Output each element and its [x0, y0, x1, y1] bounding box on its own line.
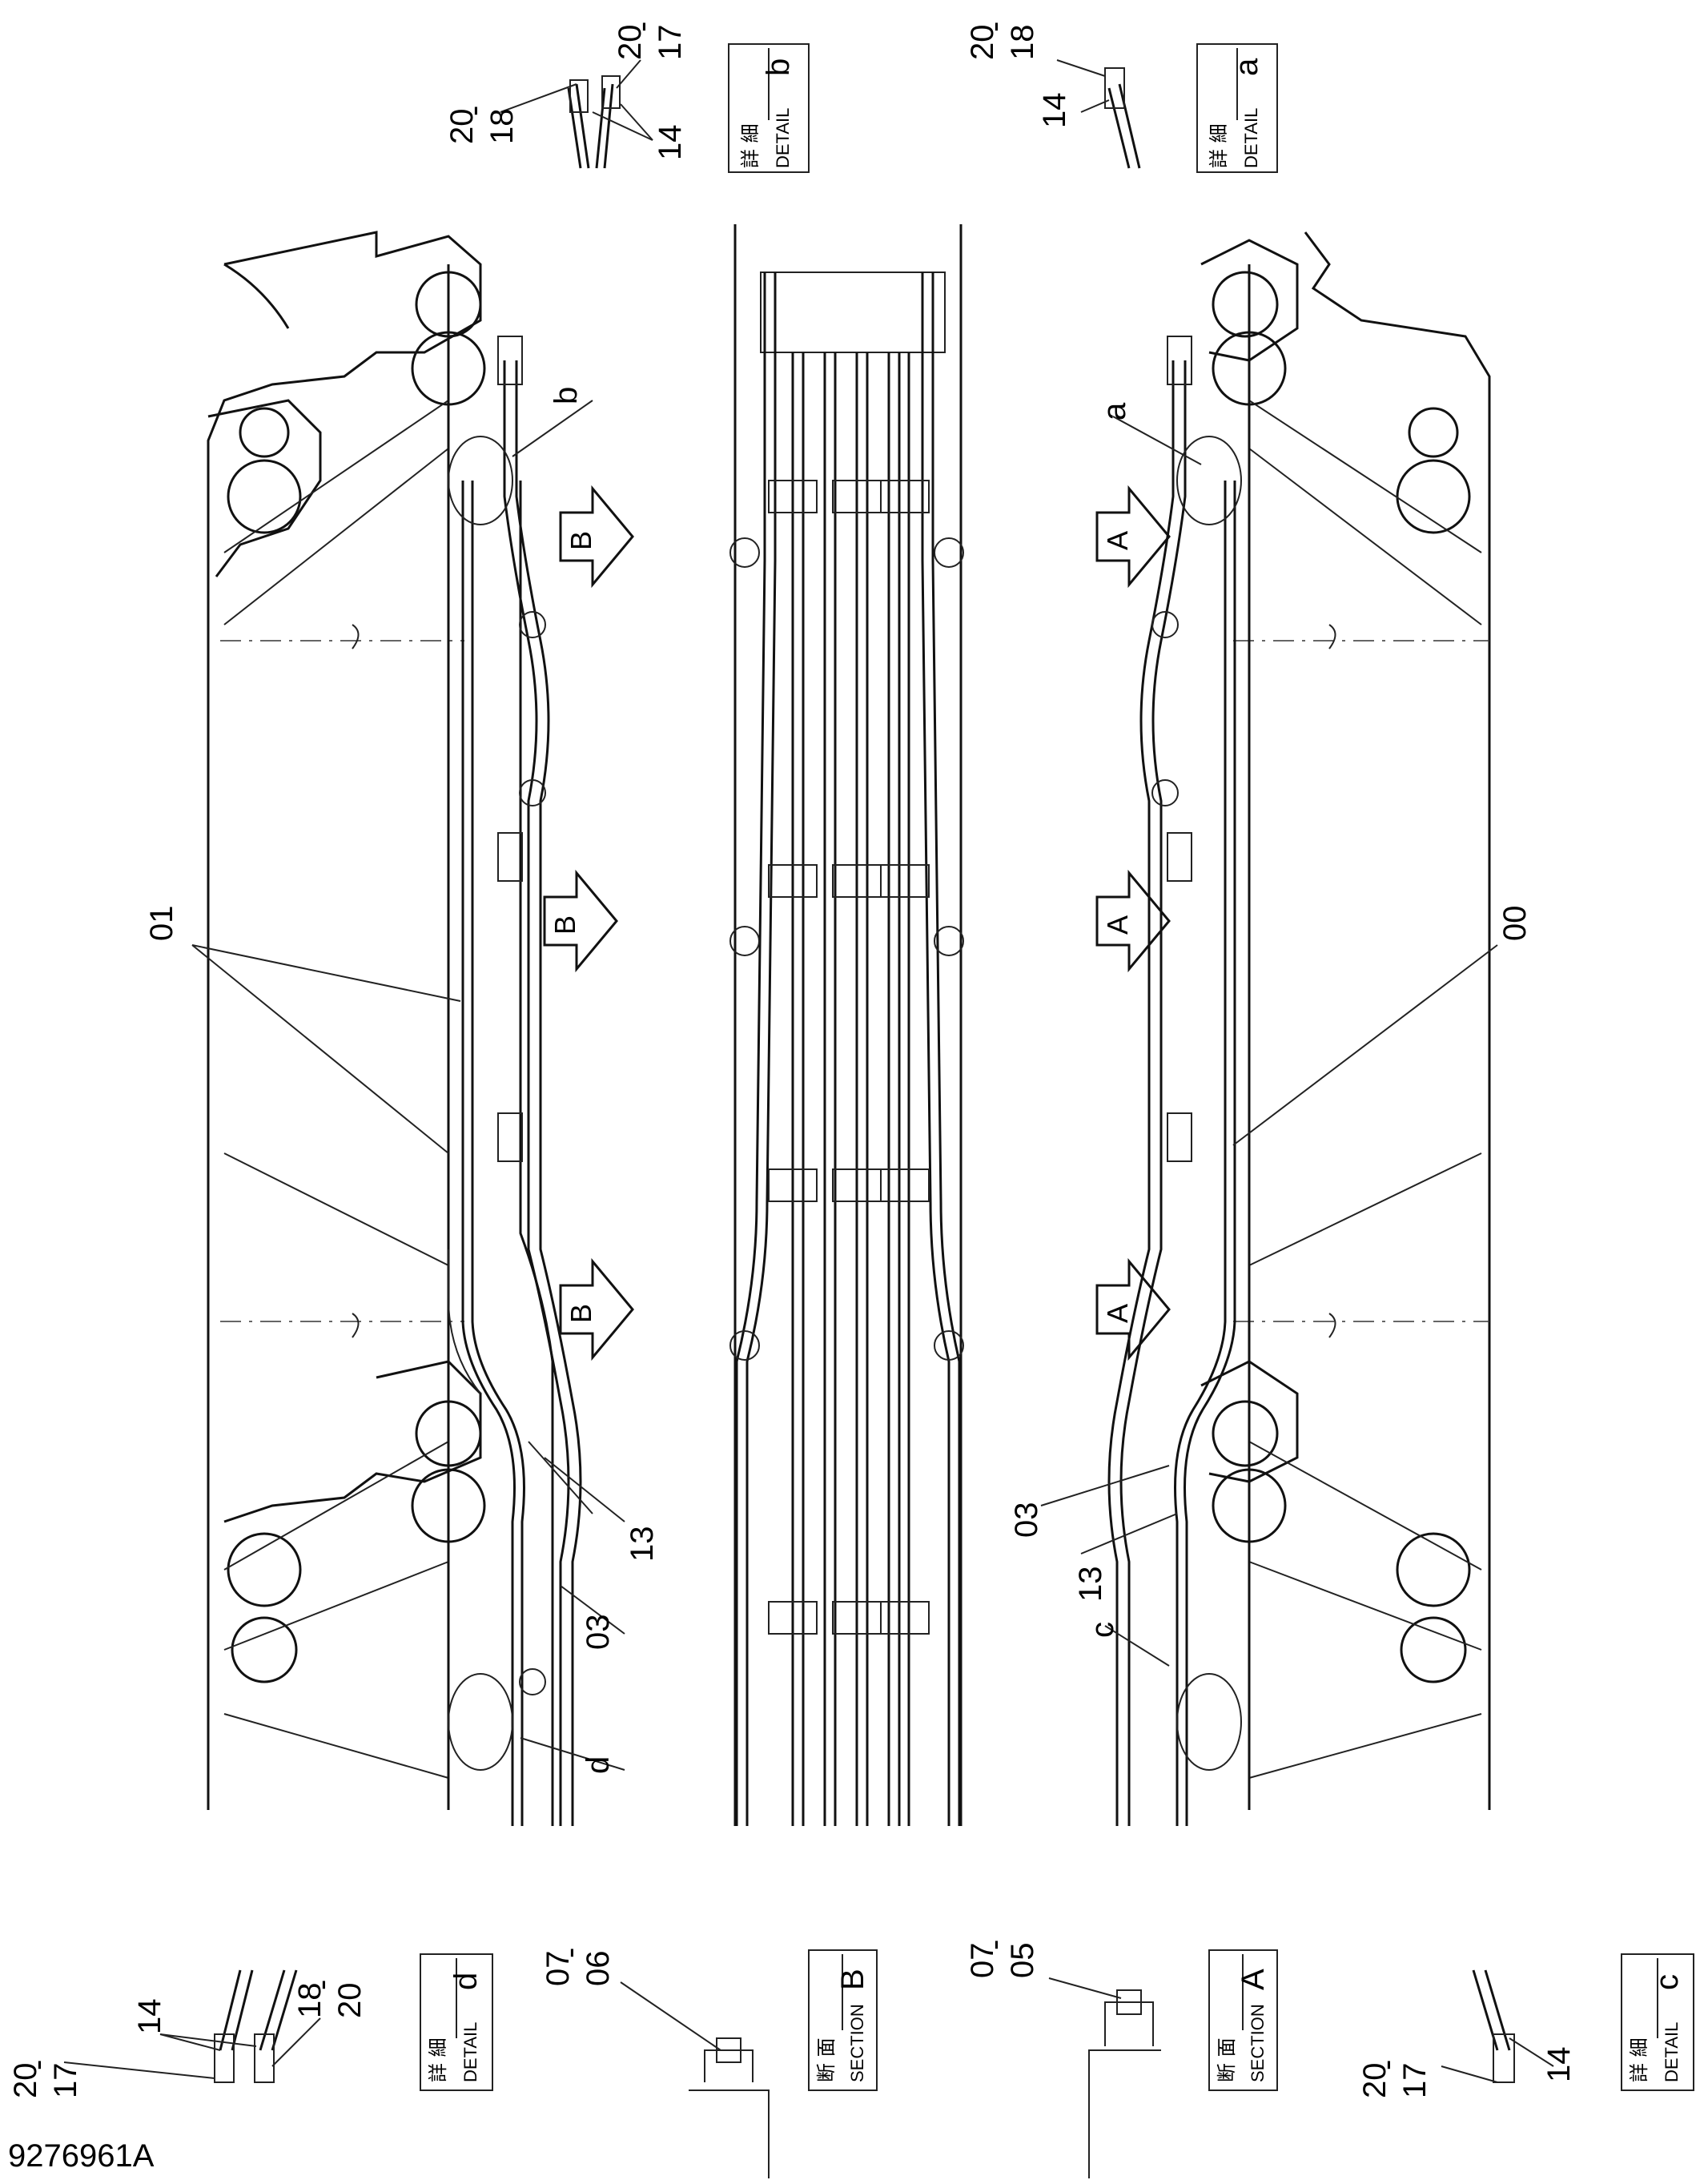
svg-text:14: 14 — [132, 1999, 167, 2035]
detail-ref-a: a — [1097, 402, 1132, 420]
section-a-letter: A — [1236, 1969, 1271, 1990]
section-a-callouts: 07 - 05 — [965, 1940, 1161, 2178]
section-b-callouts: 07 - 06 — [541, 1948, 770, 2178]
detail-d-callouts: 20 - 17 14 18 - 20 — [8, 1969, 368, 2099]
detail-box-b: 詳 細 DETAIL b — [728, 43, 810, 173]
right-frame — [1200, 231, 1491, 1810]
detail-b-jp: 詳 細 — [739, 123, 762, 168]
svg-text:-: - — [977, 22, 1012, 32]
detail-ref-b: b — [549, 387, 584, 404]
section-b-jp: 断 面 — [815, 2037, 838, 2082]
detail-d-en: DETAIL — [460, 2022, 480, 2082]
detail-a-letter: a — [1229, 58, 1264, 76]
detail-c-letter: c — [1650, 1974, 1685, 1990]
svg-text:20: 20 — [332, 1983, 368, 2019]
view-arrow-a-2: A — [1095, 869, 1171, 973]
part-label-00: 00 — [1497, 906, 1533, 942]
detail-ref-d: d — [581, 1756, 616, 1774]
detail-c-en: DETAIL — [1662, 2022, 1682, 2082]
svg-text:-: - — [977, 1940, 1012, 1950]
section-a-jp: 断 面 — [1216, 2037, 1238, 2082]
leaders — [191, 400, 1498, 1771]
detail-a-jp: 詳 細 — [1208, 123, 1230, 168]
section-b-en: SECTION — [847, 2004, 867, 2082]
section-box-a: 断 面 SECTION A — [1208, 1949, 1278, 2091]
view-arrow-b-label: B — [565, 1304, 597, 1323]
view-arrow-a-3: A — [1095, 1257, 1171, 1361]
detail-b-letter: b — [761, 58, 796, 76]
view-arrow-b-3: B — [559, 1257, 634, 1361]
view-arrow-b-2: B — [543, 869, 618, 973]
detail-box-c: 詳 細 DETAIL c — [1621, 1953, 1694, 2091]
svg-text:06: 06 — [581, 1951, 616, 1987]
svg-text:17: 17 — [653, 25, 688, 61]
view-arrow-a-label: A — [1101, 531, 1134, 550]
view-arrow-a-label: A — [1101, 1304, 1134, 1323]
part-label-03-left: 03 — [581, 1615, 616, 1651]
detail-c-callouts: 20 - 17 14 — [1357, 1969, 1577, 2099]
svg-text:20: 20 — [8, 2063, 43, 2099]
svg-text:05: 05 — [1005, 1943, 1040, 1979]
svg-text:-: - — [1369, 2060, 1405, 2070]
part-label-13-left: 13 — [625, 1526, 660, 1563]
section-b-letter: B — [835, 1969, 870, 1990]
section-box-b: 断 面 SECTION B — [808, 1949, 878, 2091]
detail-d-jp: 詳 細 — [427, 2037, 449, 2082]
svg-text:20: 20 — [965, 25, 1000, 61]
svg-text:17: 17 — [1397, 2063, 1433, 2099]
detail-b-callouts: 20 - 18 20 - 17 14 — [444, 22, 688, 169]
svg-text:-: - — [20, 2060, 55, 2070]
right-hose-bundle — [1107, 336, 1242, 1826]
left-hose-bundle — [448, 336, 582, 1826]
svg-text:14: 14 — [1541, 2047, 1577, 2083]
view-arrow-b-label: B — [565, 531, 597, 550]
svg-text:-: - — [304, 1980, 340, 1990]
svg-text:20: 20 — [613, 25, 648, 61]
detail-box-a: 詳 細 DETAIL a — [1196, 43, 1278, 173]
view-arrow-a-1: A — [1095, 485, 1171, 589]
svg-text:07: 07 — [541, 1951, 576, 1987]
view-arrow-a-label: A — [1101, 915, 1134, 935]
svg-text:17: 17 — [48, 2063, 83, 2099]
detail-d-letter: d — [448, 1973, 484, 1990]
svg-text:18: 18 — [1005, 25, 1040, 61]
svg-text:14: 14 — [1037, 93, 1072, 129]
detail-a-callouts: 20 - 18 14 — [965, 22, 1141, 169]
svg-text:07: 07 — [965, 1943, 1000, 1979]
part-label-01: 01 — [144, 906, 179, 942]
svg-text:14: 14 — [653, 125, 688, 161]
svg-text:18: 18 — [484, 109, 520, 145]
left-frame — [207, 231, 486, 1810]
view-arrow-b-1: B — [559, 485, 634, 589]
detail-ref-c: c — [1085, 1622, 1120, 1638]
view-arrow-b-label: B — [549, 915, 581, 935]
svg-text:20: 20 — [1357, 2063, 1393, 2099]
svg-text:-: - — [456, 106, 492, 116]
drawing-number: 9276961A — [8, 2138, 155, 2174]
part-label-13-right: 13 — [1073, 1567, 1108, 1603]
center-hose-bundle — [729, 224, 964, 1826]
part-label-03-right: 03 — [1009, 1502, 1044, 1538]
svg-text:-: - — [625, 22, 660, 32]
svg-text:18: 18 — [292, 1983, 328, 2019]
section-a-en: SECTION — [1248, 2004, 1268, 2082]
detail-a-en: DETAIL — [1241, 108, 1261, 168]
detail-box-d: 詳 細 DETAIL d — [420, 1953, 493, 2091]
detail-c-jp: 詳 細 — [1628, 2037, 1650, 2082]
svg-text:-: - — [553, 1948, 588, 1958]
detail-b-en: DETAIL — [773, 108, 793, 168]
svg-text:20: 20 — [444, 109, 480, 145]
